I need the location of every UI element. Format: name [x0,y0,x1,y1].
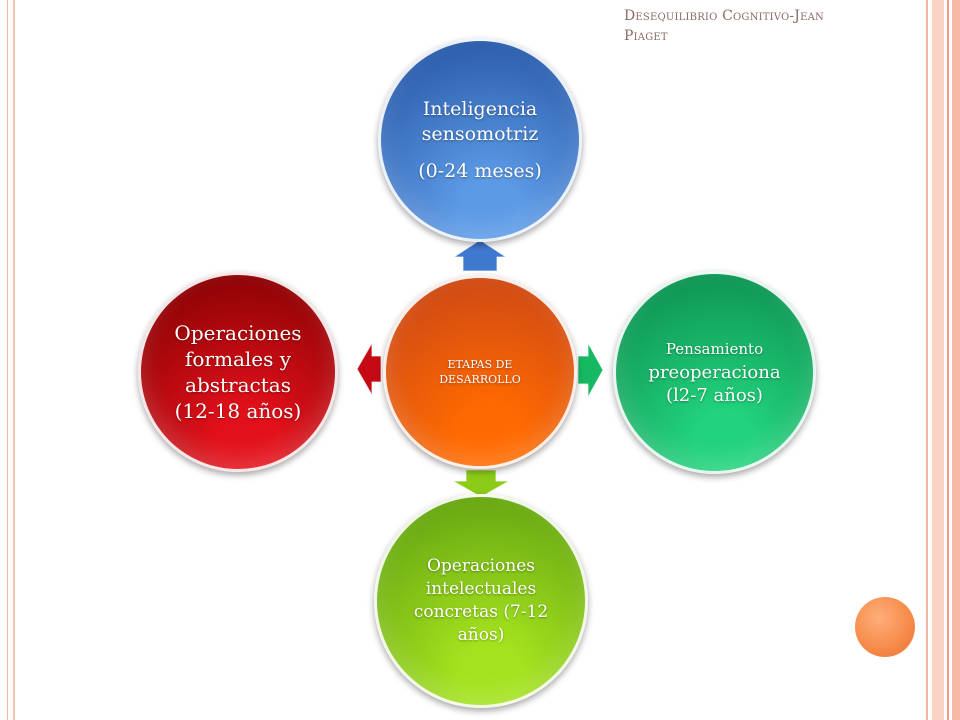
node-text-line: sensomotriz [421,122,539,145]
left-border-line [13,0,15,720]
arrow-up-to-top-node [452,239,508,272]
center-node-label: ETAPAS DE [447,358,513,371]
node-text-line: abstractas [185,373,291,397]
stage-node-preoperational: Pensamiento preoperaciona (l2-7 años) [613,271,816,474]
node-text-line: años) [457,625,505,645]
node-text-line: Pensamiento [665,340,764,358]
decorative-accent-dot [855,597,915,657]
node-age-range: (l2-7 años) [666,385,763,406]
node-text-line: Inteligencia [422,97,538,120]
right-border-stripe [926,0,928,720]
left-border-line [7,0,8,720]
arrow-left-to-left-node [356,341,382,397]
stage-node-sensorimotor: Inteligencia sensomotriz (0-24 meses) [378,38,582,242]
node-text-line: intelectuales [425,579,537,599]
right-border-stripe [952,0,960,720]
node-text-line: preoperaciona [648,362,781,383]
arrow-right-to-right-node [577,341,604,399]
center-node-label: DESARROLLO [439,373,521,386]
stage-node-formal-operations: Operaciones formales y abstractas (12-18… [138,272,338,472]
node-text-line: formales y [184,347,292,371]
center-node: ETAPAS DE DESARROLLO [383,275,577,469]
stage-node-concrete-operations: Operaciones intelectuales concretas (7-1… [374,494,588,708]
node-text-line: concretas (7-12 [413,602,549,622]
node-age-range: (12-18 años) [174,399,302,423]
slide-title-line: Desequilibrio Cognitivo-Jean [624,8,824,24]
slide-title-line: Piaget [624,28,668,44]
node-age-range: (0-24 meses) [418,159,542,182]
arrow-down-to-bottom-node [451,469,511,498]
node-text-line: Operaciones [174,321,302,345]
right-border-stripe [932,0,944,720]
right-border-stripe [947,0,949,720]
node-text-line: Operaciones [426,556,536,576]
slide-title: Desequilibrio Cognitivo-Jean Piaget [624,6,914,46]
